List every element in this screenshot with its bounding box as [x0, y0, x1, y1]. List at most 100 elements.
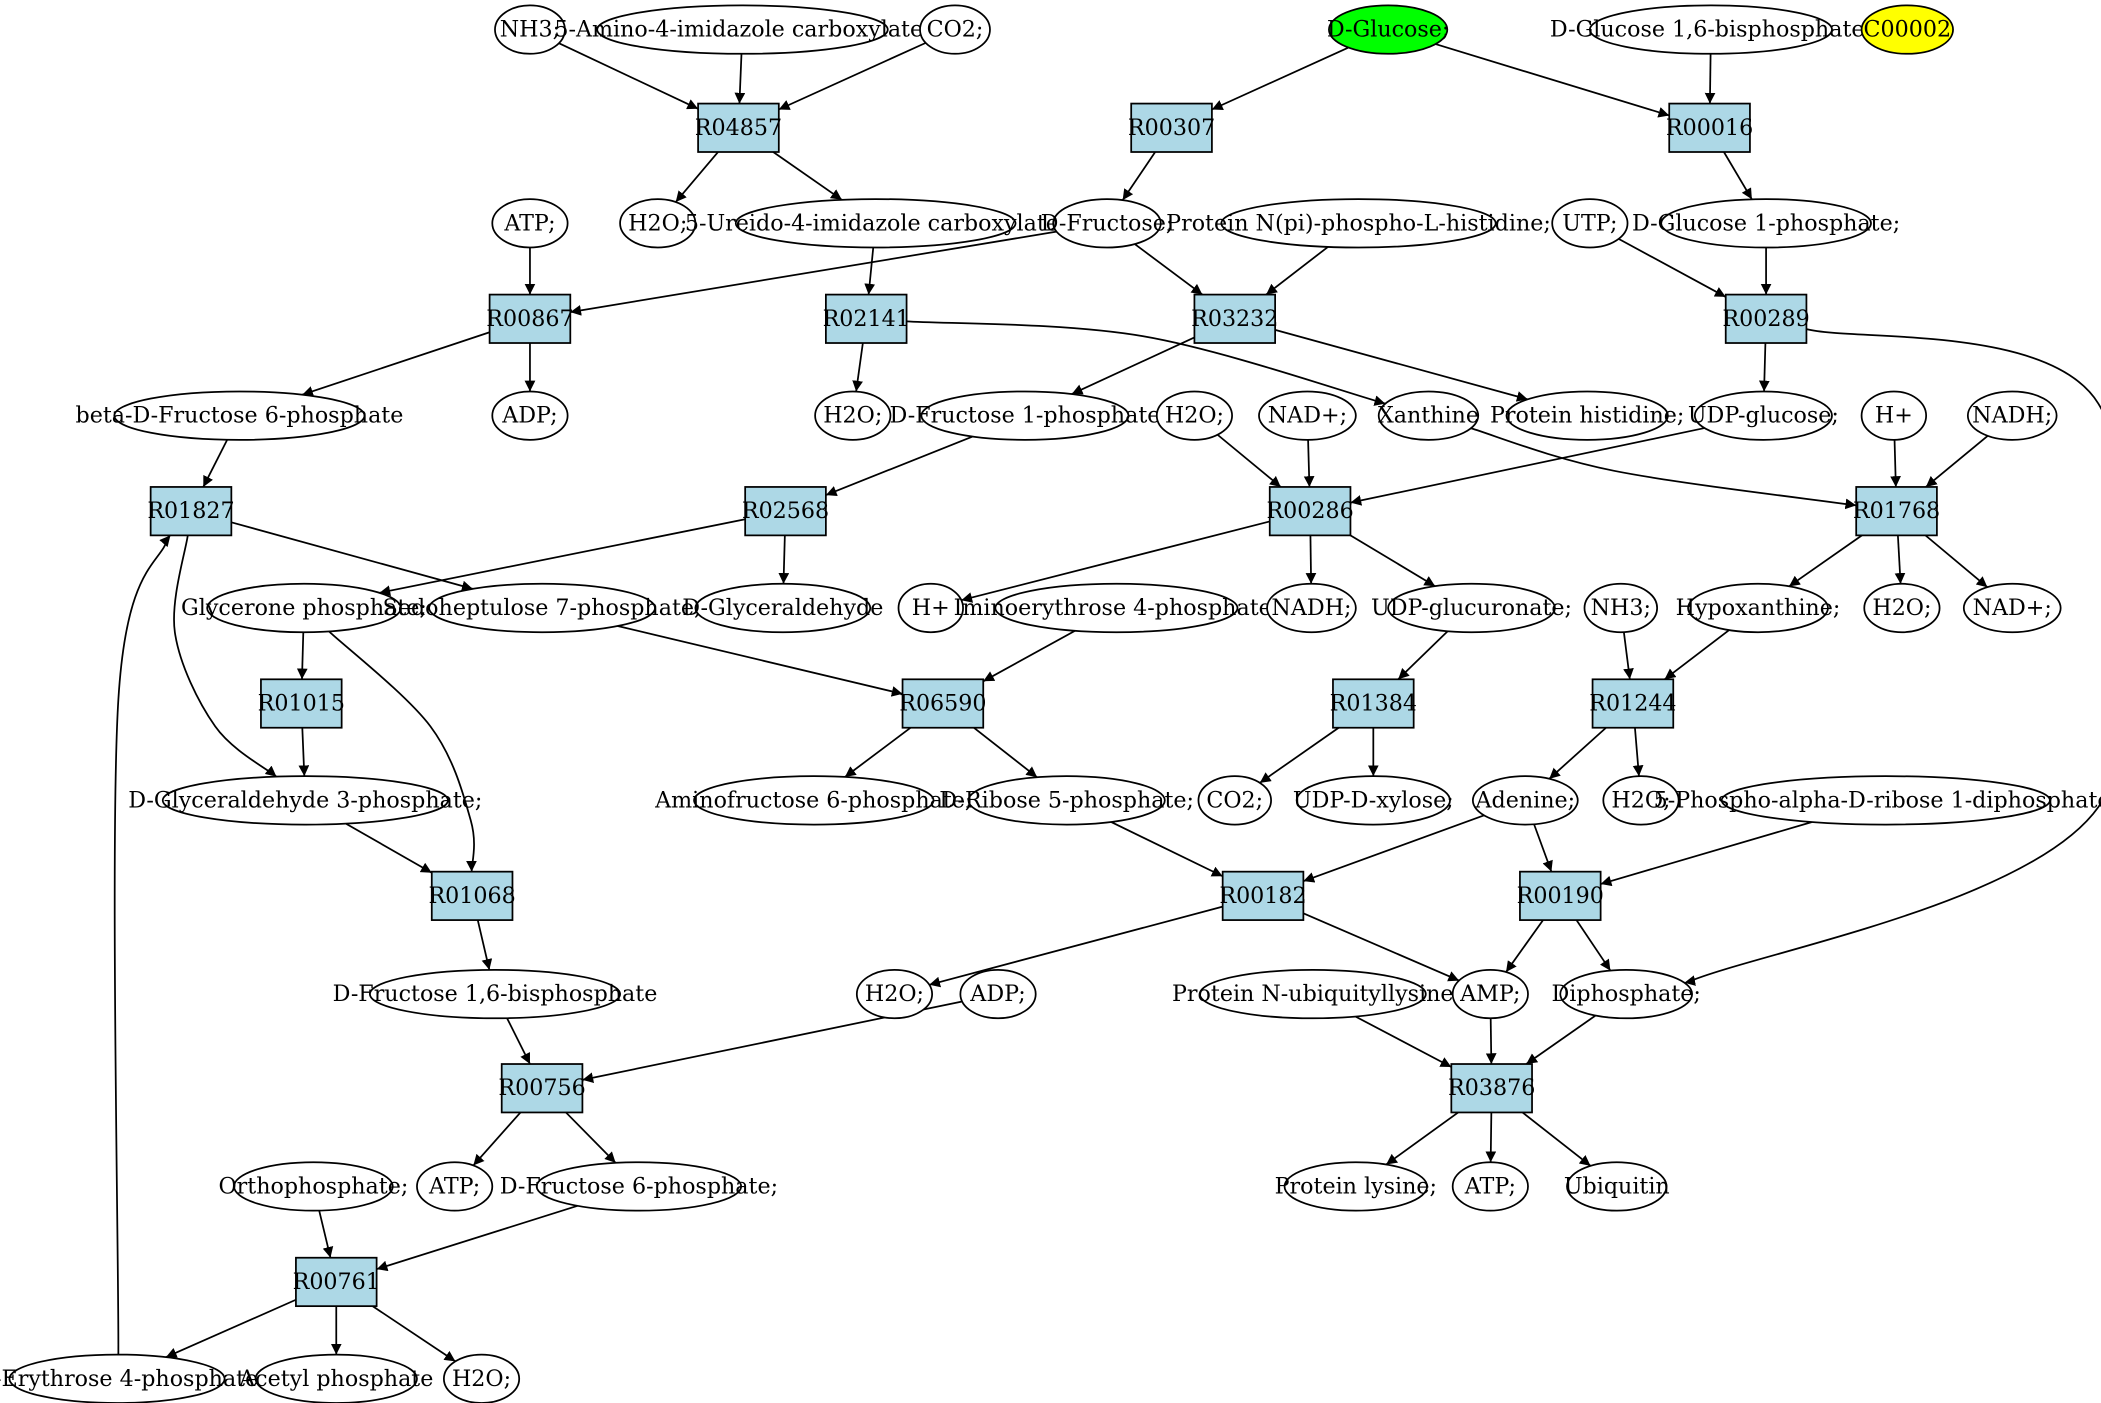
compound-node-glyceraldehyde[interactable]: D-Glyceraldehyde — [682, 582, 883, 634]
compound-node-co2-b[interactable]: CO2; — [1197, 775, 1272, 826]
compound-node-aminoimidazole[interactable]: 5-Amino-4-imidazole carboxylate; — [554, 4, 931, 55]
compound-ellipse — [1583, 582, 1659, 634]
reaction-node-r01384[interactable]: R01384 — [1330, 678, 1417, 729]
compound-node-glycerone[interactable]: Glycerone phosphate; — [181, 582, 427, 634]
edge-R00286-to-nadh_b — [1305, 535, 1317, 584]
reaction-node-r00867[interactable]: R00867 — [486, 293, 574, 344]
reaction-node-r00190[interactable]: R00190 — [1517, 870, 1604, 921]
compound-node-h2o-e[interactable]: H2O; — [1602, 775, 1680, 826]
compound-node-diphosphate[interactable]: Diphosphate; — [1552, 968, 1701, 1020]
compound-node-bfructose6p[interactable]: beta-D-Fructose 6-phosphate — [75, 390, 403, 441]
edge-R03876-to-ubiquitin — [1521, 1111, 1592, 1167]
compound-node-nad-a[interactable]: NAD+; — [1258, 390, 1357, 441]
compound-node-nadh-a[interactable]: NADH; — [1966, 390, 2058, 441]
compound-node-c00002[interactable]: C00002 — [1860, 4, 1954, 55]
compound-node-adp-b[interactable]: ADP; — [959, 968, 1037, 1020]
compound-node-co2-a[interactable]: CO2; — [919, 4, 991, 55]
compound-node-ubiquityl[interactable]: Protein N-ubiquityllysine — [1172, 968, 1454, 1020]
reaction-label: R03876 — [1448, 1075, 1535, 1101]
compound-label: Adenine; — [1474, 787, 1575, 813]
compound-node-aminofructose[interactable]: Aminofructose 6-phosphate; — [654, 775, 972, 826]
compound-node-protein-lys[interactable]: Protein lysine; — [1275, 1161, 1437, 1212]
reaction-node-r02141[interactable]: R02141 — [823, 293, 910, 344]
compound-node-fructose6p[interactable]: D-Fructose 6-phosphate; — [500, 1161, 778, 1212]
compound-node-fructose1p[interactable]: D-Fructose 1-phosphate — [890, 390, 1161, 441]
compound-ellipse — [1155, 390, 1233, 441]
reaction-box — [500, 1063, 584, 1114]
compound-node-udpglucuronate[interactable]: UDP-glucuronate; — [1371, 582, 1572, 634]
reaction-node-r02568[interactable]: R02568 — [742, 486, 829, 537]
edge-udpglucose-to-R00286 — [1350, 427, 1705, 506]
reaction-box — [824, 293, 908, 344]
compound-node-orthophosphate[interactable]: Orthophosphate; — [218, 1161, 408, 1212]
compound-node-hypoxanthine[interactable]: Hypoxanthine; — [1676, 582, 1841, 634]
compound-label: NADH; — [1271, 595, 1351, 621]
edge-glucose-to-R00016 — [1435, 43, 1670, 118]
reaction-node-r01068[interactable]: R01068 — [428, 870, 516, 921]
reaction-node-r03876[interactable]: R03876 — [1448, 1063, 1535, 1114]
compound-node-utp[interactable]: UTP; — [1551, 198, 1629, 249]
reaction-label: R00867 — [486, 306, 573, 332]
compound-node-adenine[interactable]: Adenine; — [1471, 775, 1579, 826]
compound-node-atp-c[interactable]: ATP; — [1451, 1161, 1529, 1212]
compound-node-glucose1p[interactable]: D-Glucose 1-phosphate; — [1632, 198, 1900, 249]
compound-node-erythrose4p[interactable]: D-Erythrose 4-phosphate — [0, 1353, 258, 1403]
compound-node-sedoheptulose[interactable]: Sedoheptulose 7-phosphate; — [383, 582, 702, 634]
compound-node-h2o-g[interactable]: H2O; — [443, 1353, 521, 1403]
reaction-node-r01827[interactable]: R01827 — [147, 486, 235, 537]
compound-label: ATP; — [503, 210, 555, 236]
edge-R03876-to-protein_lys — [1385, 1111, 1459, 1166]
compound-node-udpxylose[interactable]: UDP-D-xylose; — [1293, 775, 1454, 826]
compound-node-xanthine[interactable]: Xanthine — [1377, 390, 1480, 441]
reaction-node-r00286[interactable]: R00286 — [1266, 486, 1354, 537]
compound-node-adp-a[interactable]: ADP; — [491, 390, 569, 441]
reaction-node-r01768[interactable]: R01768 — [1853, 486, 1940, 537]
compound-node-nadh-b[interactable]: NADH; — [1266, 582, 1357, 634]
compound-node-amp[interactable]: AMP; — [1451, 968, 1529, 1020]
reaction-label: R01244 — [1589, 691, 1676, 717]
reaction-node-r00307[interactable]: R00307 — [1128, 102, 1215, 153]
compound-node-h2o-d[interactable]: H2O; — [1863, 582, 1941, 634]
compound-node-protein-his[interactable]: Protein histidine; — [1490, 390, 1684, 441]
compound-node-prpp[interactable]: 5-Phospho-alpha-D-ribose 1-diphosphate; — [1654, 775, 2101, 826]
compound-node-ureido[interactable]: 5-Ureido-4-imidazole carboxylate; — [685, 198, 1067, 249]
reaction-node-r00761[interactable]: R00761 — [293, 1256, 380, 1308]
compound-node-glucose[interactable]: D-Glucose; — [1327, 4, 1450, 55]
compound-node-h2o-f[interactable]: H2O; — [855, 968, 934, 1020]
compound-ellipse — [1660, 198, 1872, 249]
compound-node-nh3-a[interactable]: NH3; — [494, 4, 566, 55]
compound-node-h2o-c[interactable]: H2O; — [1155, 390, 1233, 441]
edge-R00307-to-fructose — [1121, 151, 1156, 201]
compound-node-hplus-a[interactable]: H+ — [1860, 390, 1928, 441]
compound-node-fructose[interactable]: D-Fructose; — [1041, 198, 1174, 249]
reaction-node-r01244[interactable]: R01244 — [1589, 678, 1677, 729]
reaction-node-r04857[interactable]: R04857 — [695, 102, 782, 153]
edge-R00016-to-glucose1p — [1723, 151, 1753, 200]
compound-node-h2o-a[interactable]: H2O; — [619, 198, 697, 249]
reaction-node-r00289[interactable]: R00289 — [1722, 293, 1810, 344]
reaction-node-r00756[interactable]: R00756 — [498, 1063, 586, 1114]
compound-node-ubiquitin[interactable]: Ubiquitin — [1564, 1161, 1670, 1212]
reaction-node-r00016[interactable]: R00016 — [1666, 102, 1753, 153]
compound-node-acetylp[interactable]: Acetyl phosphate — [238, 1353, 433, 1403]
compound-node-protein-nphos[interactable]: Protein N(pi)-phospho-L-histidine; — [1166, 198, 1551, 249]
compound-node-nh3-b[interactable]: NH3; — [1583, 582, 1659, 634]
compound-node-fructose16bp[interactable]: D-Fructose 1,6-bisphosphate — [333, 968, 658, 1020]
compound-ellipse — [1966, 390, 2058, 441]
reaction-node-r00182[interactable]: R00182 — [1219, 870, 1307, 921]
compound-node-udpglucose[interactable]: UDP-glucose; — [1688, 390, 1839, 441]
compound-ellipse — [967, 775, 1166, 826]
compound-node-nad-b[interactable]: NAD+; — [1962, 582, 2062, 634]
reaction-node-r06590[interactable]: R06590 — [899, 678, 987, 729]
compound-node-g3p[interactable]: D-Glyceraldehyde 3-phosphate; — [128, 775, 482, 826]
compound-node-atp-a[interactable]: ATP; — [491, 198, 569, 249]
compound-label: NADH; — [1972, 403, 2052, 429]
reaction-node-r03232[interactable]: R03232 — [1191, 293, 1278, 344]
reaction-node-r01015[interactable]: R01015 — [258, 678, 345, 729]
compound-node-iminoerythrose[interactable]: Iminoerythrose 4-phosphate; — [954, 582, 1280, 634]
compound-node-atp-b[interactable]: ATP; — [416, 1161, 494, 1212]
compound-node-glucose16bp[interactable]: D-Glucose 1,6-bisphosphate; — [1550, 4, 1872, 55]
compound-node-h2o-b[interactable]: H2O; — [814, 390, 892, 441]
compound-node-ribose5p[interactable]: D-Ribose 5-phosphate; — [939, 775, 1194, 826]
compound-node-hplus-b[interactable]: H+ — [897, 582, 964, 634]
